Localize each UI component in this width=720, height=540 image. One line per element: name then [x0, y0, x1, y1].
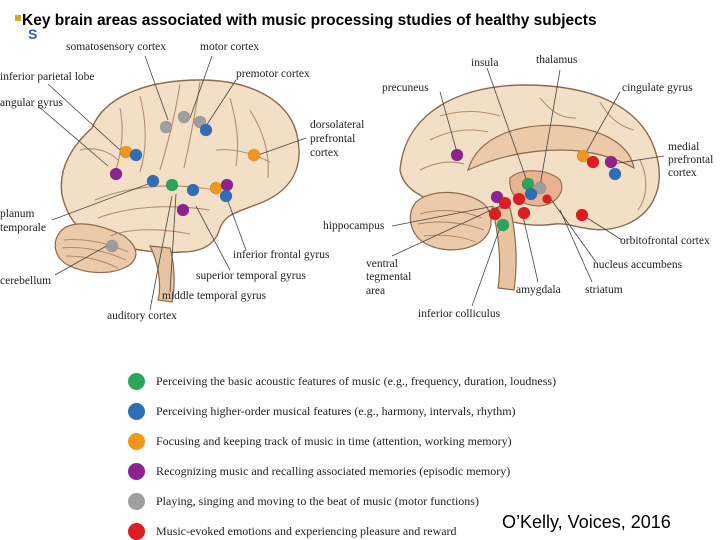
legend-dot: [128, 403, 145, 420]
dot-attention: [247, 148, 261, 162]
dot-memory: [109, 167, 123, 181]
legend-dot: [128, 523, 145, 540]
label-motor: motor cortex: [200, 41, 259, 53]
dot-higher-order: [608, 167, 622, 181]
lateral-dots: [105, 110, 261, 253]
dot-emotion: [488, 207, 502, 221]
dot-higher-order: [146, 174, 160, 188]
dot-emotion: [517, 206, 531, 220]
lateral-labels: somatosensory cortex motor cortex inferi…: [0, 41, 364, 322]
legend-dot: [128, 463, 145, 480]
label-ofc: orbitofrontal cortex: [620, 235, 710, 247]
label-somatosensory: somatosensory cortex: [66, 41, 166, 53]
source-credit: O’Kelly, Voices, 2016: [502, 512, 671, 532]
label-mpfc-1: medial: [668, 141, 699, 153]
label-thalamus: thalamus: [536, 54, 578, 66]
dot-memory: [220, 178, 234, 192]
label-dlpfc-1: dorsolateral: [310, 119, 364, 131]
dot-memory: [450, 148, 464, 162]
lateral-cerebellum: [54, 223, 137, 274]
label-insula: insula: [471, 57, 498, 69]
leader-lines: [37, 55, 665, 311]
legend-dot: [128, 493, 145, 510]
medial-cingulate: [467, 124, 635, 172]
dot-emotion: [498, 196, 512, 210]
legend-text: Perceiving the basic acoustic features o…: [156, 374, 557, 388]
label-striatum: striatum: [585, 284, 623, 296]
label-angular: angular gyrus: [0, 97, 63, 109]
legend-text: Recognizing music and recalling associat…: [156, 464, 511, 478]
label-precuneus: precuneus: [382, 82, 429, 94]
dot-higher-order: [524, 187, 538, 201]
label-vta-1: ventral: [366, 258, 398, 270]
label-planum-2: temporale: [0, 222, 46, 234]
medial-brainstem: [491, 207, 517, 291]
dot-higher-order: [219, 189, 233, 203]
medial-sulci: [419, 97, 647, 211]
dot-emotion: [542, 194, 552, 204]
dot-basic-acoustic: [496, 218, 510, 232]
lateral-sulci: [79, 81, 271, 237]
medial-cerebellum: [409, 191, 492, 251]
legend-text: Playing, singing and moving to the beat …: [156, 494, 479, 508]
legend-text: Music-evoked emotions and experiencing p…: [156, 524, 457, 538]
label-mtg: middle temporal gyrus: [162, 290, 267, 302]
label-mpfc-3: cortex: [668, 167, 697, 179]
legend-text: Perceiving higher-order musical features…: [156, 404, 516, 418]
medial-dots: [450, 148, 622, 232]
dot-motor: [533, 181, 547, 195]
dot-higher-order: [199, 123, 213, 137]
dot-higher-order: [129, 148, 143, 162]
label-mpfc-2: prefrontal: [668, 154, 713, 166]
label-vta-3: area: [366, 285, 385, 297]
label-cerebellum: cerebellum: [0, 275, 51, 287]
dot-emotion: [586, 155, 600, 169]
medial-cerebellum-folia: [417, 210, 485, 243]
dot-higher-order: [186, 183, 200, 197]
medial-labels: insula thalamus precuneus cingulate gyru…: [323, 54, 713, 320]
label-cingulate: cingulate gyrus: [622, 82, 693, 94]
legend-text: Focusing and keeping track of music in t…: [156, 434, 512, 448]
dot-memory: [176, 203, 190, 217]
slide-title: Key brain areas associated with music pr…: [22, 12, 597, 29]
dot-attention: [576, 149, 590, 163]
label-colliculus: inferior colliculus: [418, 308, 501, 320]
dot-memory: [604, 155, 618, 169]
cerebellum-folia: [61, 239, 129, 269]
label-hippocampus: hippocampus: [323, 220, 385, 232]
label-vta-2: tegmental: [366, 271, 411, 283]
label-stg: superior temporal gyrus: [196, 270, 306, 282]
dot-basic-acoustic: [165, 178, 179, 192]
label-inferior-parietal: inferior parietal lobe: [0, 71, 95, 83]
label-accumbens: nucleus accumbens: [593, 259, 683, 271]
label-planum-1: planum: [0, 208, 35, 220]
lateral-brain: [54, 79, 300, 303]
label-dlpfc-3: cortex: [310, 147, 339, 159]
dot-attention: [209, 181, 223, 195]
label-ifg: inferior frontal gyrus: [233, 249, 330, 261]
legend-dot: [128, 373, 145, 390]
dot-emotion: [512, 192, 526, 206]
label-auditory: auditory cortex: [107, 310, 177, 322]
dot-motor: [105, 239, 119, 253]
title-logo-mark: S: [28, 26, 38, 42]
label-premotor: premotor cortex: [236, 68, 310, 80]
title-bullet: [15, 15, 21, 21]
lateral-cortex-outline: [60, 79, 300, 254]
label-dlpfc-2: prefrontal: [310, 133, 355, 145]
dot-motor: [159, 120, 173, 134]
label-amygdala: amygdala: [516, 284, 561, 296]
dot-motor: [177, 110, 191, 124]
dot-emotion: [575, 208, 589, 222]
legend-dot: [128, 433, 145, 450]
